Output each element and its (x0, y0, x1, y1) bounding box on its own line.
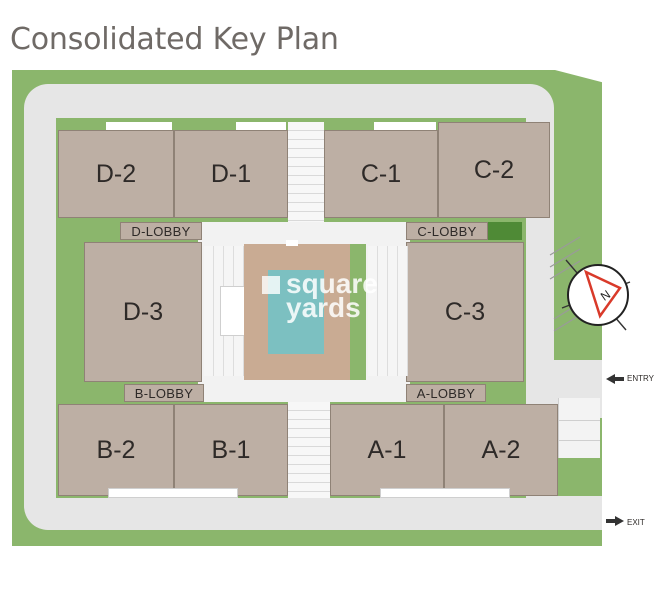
exit-arrow-shaft (606, 519, 616, 523)
lobby-label: C-LOBBY (417, 223, 477, 239)
lobby-a[interactable]: A-LOBBY (406, 384, 486, 402)
watermark-line: square (286, 268, 378, 299)
building-label: B-2 (96, 435, 136, 464)
building-label: C-2 (473, 155, 515, 184)
lobby-label: D-LOBBY (131, 223, 191, 239)
building-label: C-3 (444, 297, 486, 326)
building-label: D-3 (122, 297, 164, 326)
lobby-c[interactable]: C-LOBBY (406, 222, 488, 240)
parking-area (558, 398, 600, 458)
entry-arrow-icon (606, 374, 615, 384)
watermark: square yards (262, 268, 392, 332)
terrace-c1 (374, 122, 436, 132)
entry-arrow-shaft (614, 377, 624, 381)
building-c1[interactable]: C-1 (324, 130, 438, 218)
building-d3[interactable]: D-3 (84, 242, 202, 382)
lobby-label: B-LOBBY (134, 385, 194, 401)
building-label: D-1 (210, 159, 252, 188)
parking-line (558, 440, 600, 441)
building-label: A-1 (367, 435, 407, 464)
parking-stall-line (549, 260, 581, 280)
building-label: D-2 (95, 159, 137, 188)
parking-stall-line (549, 248, 581, 268)
building-label: B-1 (211, 435, 251, 464)
building-c2[interactable]: C-2 (438, 122, 550, 218)
compass-icon: N (561, 259, 631, 331)
building-c3[interactable]: C-3 (406, 242, 524, 382)
compass-ring (567, 264, 629, 326)
road-exit-extension (520, 496, 602, 530)
exit-arrow-icon (615, 516, 624, 526)
building-b1[interactable]: B-1 (174, 404, 288, 496)
lobby-label: A-LOBBY (416, 385, 476, 401)
parking-stall-line (549, 236, 581, 256)
terrace-d2 (106, 122, 172, 132)
building-a1[interactable]: A-1 (330, 404, 444, 496)
page-title: Consolidated Key Plan (10, 22, 339, 57)
pool-deck-step (286, 240, 298, 246)
building-label: A-2 (481, 435, 521, 464)
terrace-b2 (108, 488, 238, 498)
compass-arrow (583, 269, 622, 319)
diagonal-parking (549, 236, 581, 332)
watermark-line: yards (286, 292, 361, 323)
lobby-d[interactable]: D-LOBBY (120, 222, 202, 240)
building-label: C-1 (360, 159, 402, 188)
lobby-b[interactable]: B-LOBBY (124, 384, 204, 402)
terrace-a1 (380, 488, 510, 498)
building-b2[interactable]: B-2 (58, 404, 174, 496)
south-walkway (288, 402, 330, 498)
terrace-d1 (236, 122, 286, 132)
building-d1[interactable]: D-1 (174, 130, 288, 218)
lobby-c-garden (488, 222, 522, 240)
east-court-steps (368, 246, 408, 376)
exit-label: EXIT (627, 518, 645, 527)
parking-stall-line (553, 314, 581, 332)
building-d2[interactable]: D-2 (58, 130, 174, 218)
north-walkway (288, 122, 324, 222)
parking-line (558, 420, 600, 421)
entry-label: ENTRY (627, 374, 654, 383)
watermark-logo-icon (262, 276, 280, 294)
pool-side-lawn (350, 244, 366, 380)
building-a2[interactable]: A-2 (444, 404, 558, 496)
